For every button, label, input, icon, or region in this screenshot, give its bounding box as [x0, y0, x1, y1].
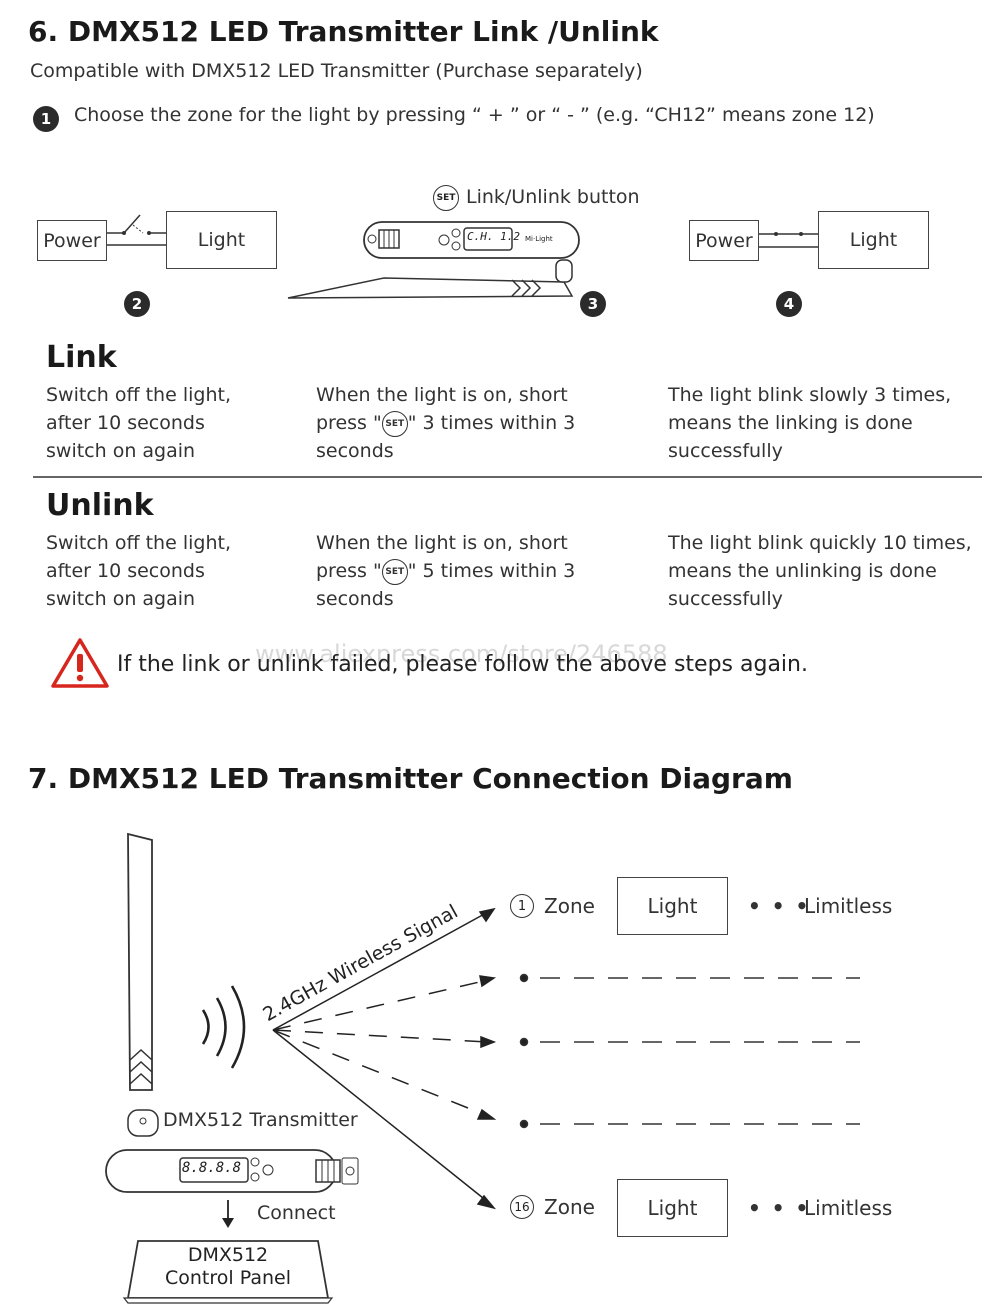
zone-last-limitless: Limitless	[804, 1196, 893, 1220]
light-box-step2: Light	[166, 211, 277, 269]
step2-badge: 2	[124, 291, 150, 317]
zone-last-light-box: Light	[617, 1179, 728, 1237]
link-col1: Switch off the light, after 10 seconds s…	[46, 384, 231, 462]
section6-subtitle: Compatible with DMX512 LED Transmitter (…	[30, 60, 643, 82]
transmitter-device-icon	[287, 221, 580, 299]
light-box-step4: Light	[818, 211, 929, 269]
transmitter-display: 8.8.8.8	[182, 1160, 242, 1176]
unlink-heading: Unlink	[46, 488, 154, 523]
transmitter-display-text: C.H. 1.2	[467, 230, 520, 243]
brand-text: Mi·Light	[525, 235, 553, 243]
zone-first-dots: • • •	[748, 894, 811, 918]
set-button-icon: SET	[433, 185, 459, 211]
step3-badge: 3	[580, 291, 606, 317]
zone-first-limitless: Limitless	[804, 894, 893, 918]
unlink-col2: When the light is on, short press "SET" …	[316, 532, 576, 610]
link-col2: When the light is on, short press "SET" …	[316, 384, 576, 462]
set-icon: SET	[381, 558, 408, 585]
watermark: www.aliexpress.com/store/246588	[255, 640, 668, 668]
zone-first-label: 1 Zone	[510, 894, 595, 918]
unlink-col3: The light blink quickly 10 times, means …	[668, 532, 972, 610]
step1-badge: 1	[33, 106, 59, 132]
connection-diagram	[105, 832, 860, 1304]
zone-last-number: 16	[510, 1195, 534, 1219]
divider	[33, 476, 982, 478]
warning-icon	[51, 638, 109, 688]
step4-badge: 4	[776, 291, 802, 317]
power-box-step2: Power	[37, 220, 107, 261]
open-switch-icon	[107, 214, 168, 246]
link-heading: Link	[46, 340, 117, 375]
connect-label: Connect	[257, 1202, 336, 1224]
zone-first-light-box: Light	[617, 877, 728, 935]
zone-first-number: 1	[510, 894, 534, 918]
warning-text: If the link or unlink failed, please fol…	[117, 652, 808, 677]
signal-waves-icon	[201, 985, 246, 1069]
zone-last-dots: • • •	[748, 1196, 811, 1220]
set-icon: SET	[381, 410, 408, 437]
transmitter-icon	[105, 1149, 359, 1193]
unlink-col1: Switch off the light, after 10 seconds s…	[46, 532, 231, 610]
power-box-step4: Power	[689, 220, 759, 261]
section6-title: 6. DMX512 LED Transmitter Link /Unlink	[28, 15, 659, 48]
link-unlink-label: Link/Unlink button	[466, 186, 640, 208]
transmitter-label: DMX512 Transmitter	[163, 1109, 358, 1131]
step1-text: Choose the zone for the light by pressin…	[74, 104, 875, 126]
closed-switch-icon	[759, 232, 820, 248]
link-col3: The light blink slowly 3 times, means th…	[668, 384, 952, 462]
section7-title: 7. DMX512 LED Transmitter Connection Dia…	[28, 762, 793, 795]
zone-last-label: 16 Zone	[510, 1195, 595, 1219]
control-panel-label: DMX512 Control Panel	[165, 1244, 291, 1289]
antenna-icon	[127, 832, 159, 1137]
